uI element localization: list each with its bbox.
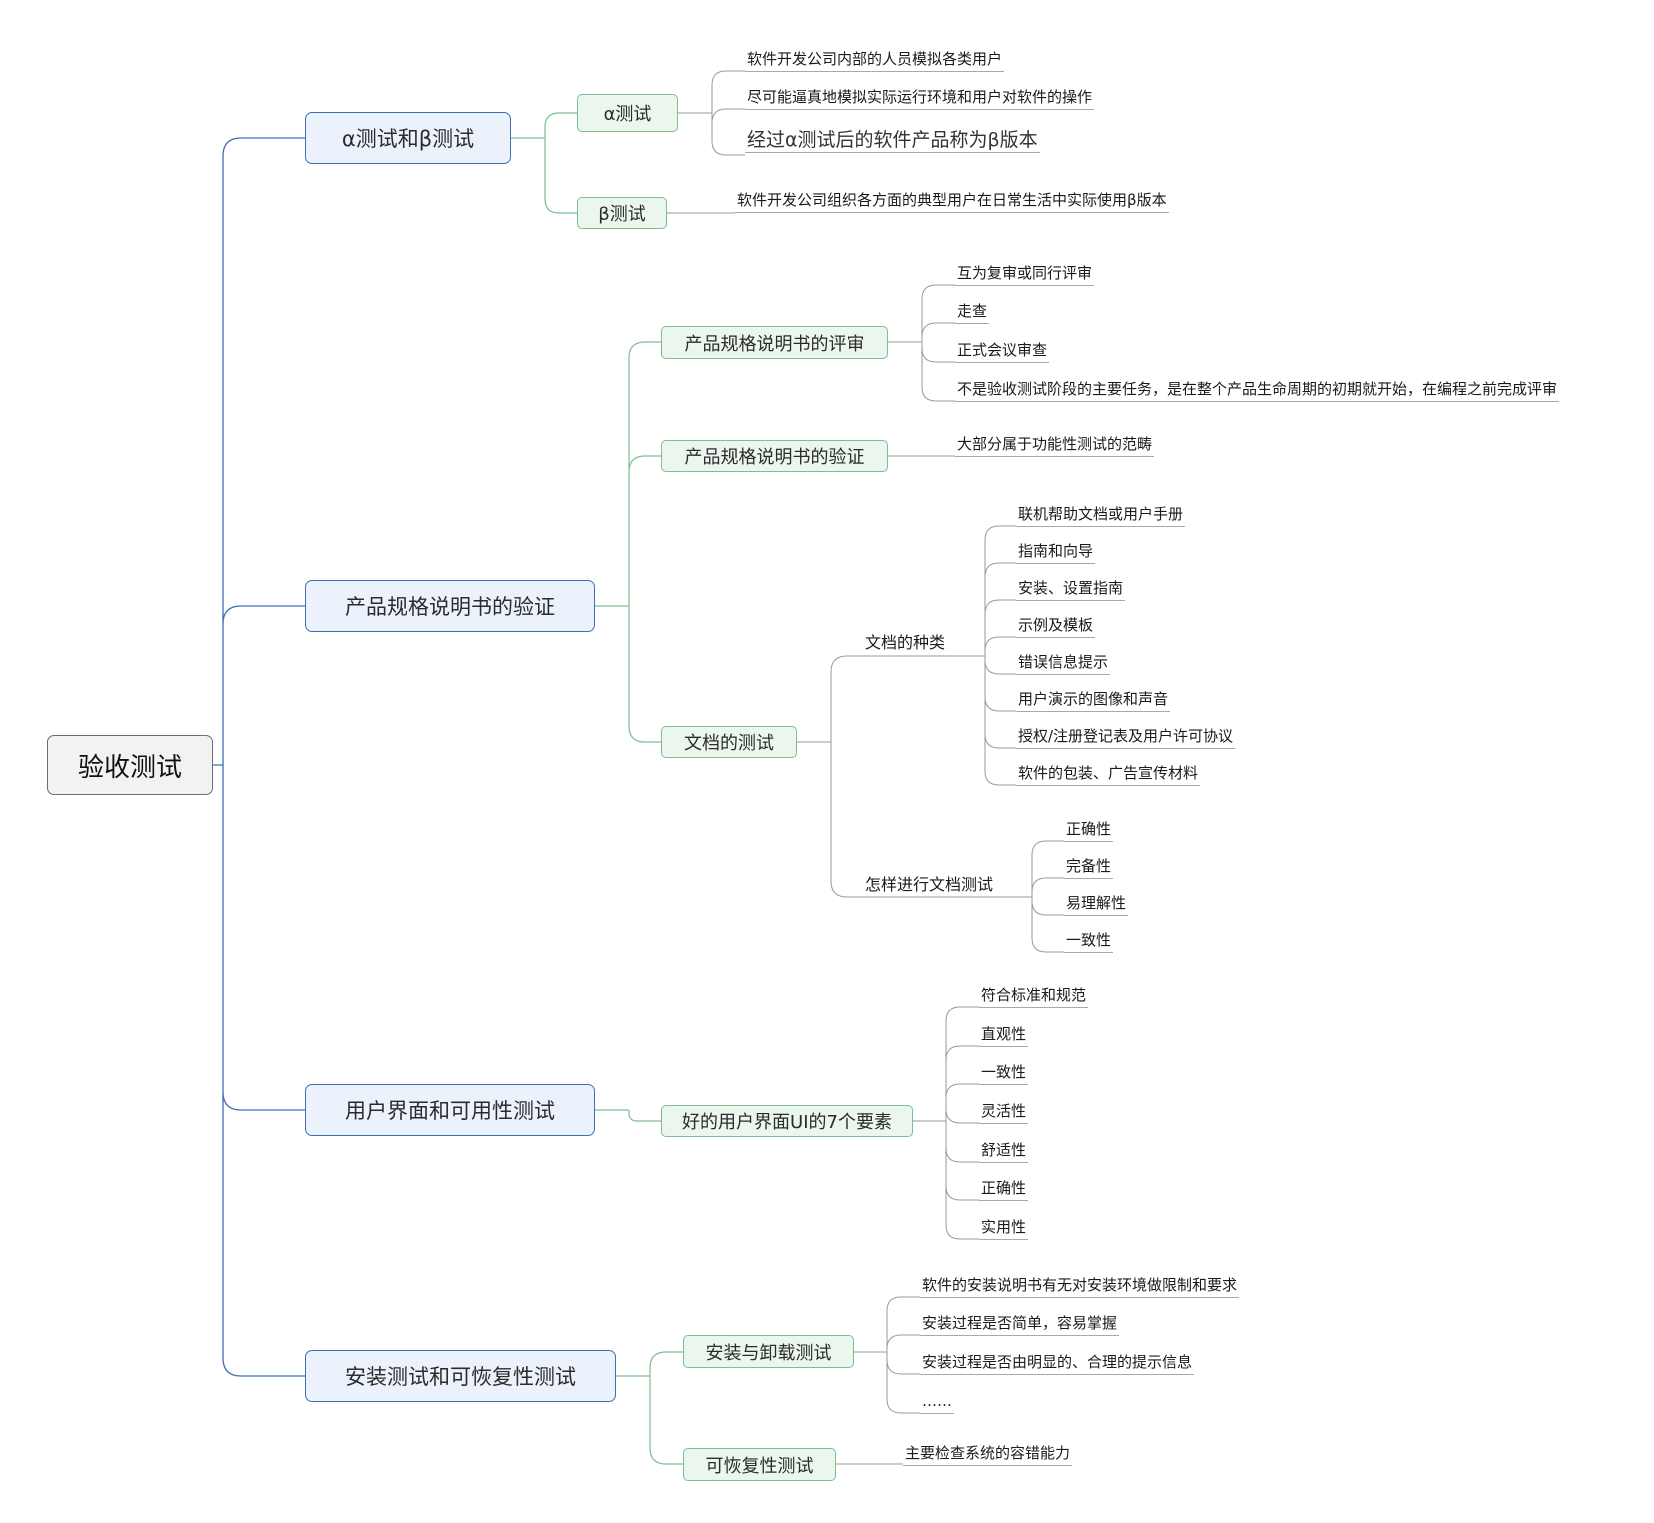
- leaf-doc-type-6: 用户演示的图像和声音: [1016, 690, 1171, 712]
- leaf-doc-type-7: 授权/注册登记表及用户许可协议: [1016, 727, 1236, 749]
- node-doc-testing[interactable]: 文档的测试: [661, 726, 797, 758]
- leaf-alpha-3: 经过α测试后的软件产品称为β版本: [745, 129, 1040, 153]
- node-alpha-beta-testing[interactable]: α测试和β测试: [305, 112, 511, 164]
- connector-path: [511, 112, 577, 214]
- connector-path: [913, 1006, 979, 1240]
- connector-path: [1031, 840, 1064, 953]
- root-node[interactable]: 验收测试: [47, 735, 213, 795]
- leaf-recover-1: 主要检查系统的容错能力: [903, 1444, 1073, 1466]
- leaf-how-2: 完备性: [1064, 857, 1114, 879]
- node-doc-types[interactable]: 文档的种类: [865, 633, 946, 652]
- leaf-ui-5: 舒适性: [979, 1141, 1029, 1163]
- leaf-review-1: 互为复审或同行评审: [955, 264, 1095, 286]
- leaf-ui-6: 正确性: [979, 1179, 1029, 1201]
- node-ui-usability-testing[interactable]: 用户界面和可用性测试: [305, 1084, 595, 1136]
- leaf-review-2: 走查: [955, 302, 990, 324]
- connector-path: [984, 525, 1016, 786]
- leaf-how-3: 易理解性: [1064, 894, 1129, 916]
- node-recovery-test[interactable]: 可恢复性测试: [683, 1448, 836, 1481]
- leaf-ui-7: 实用性: [979, 1218, 1029, 1240]
- leaf-doc-type-8: 软件的包装、广告宣传材料: [1016, 764, 1201, 786]
- connector-path: [854, 1296, 920, 1414]
- leaf-doc-type-2: 指南和向导: [1016, 542, 1096, 564]
- node-ui-seven-elements[interactable]: 好的用户界面UI的7个要素: [661, 1105, 913, 1137]
- leaf-ui-1: 符合标准和规范: [979, 986, 1089, 1008]
- leaf-install-3: 安装过程是否由明显的、合理的提示信息: [920, 1353, 1195, 1375]
- leaf-verify-1: 大部分属于功能性测试的范畴: [955, 435, 1155, 457]
- node-how-doc-test[interactable]: 怎样进行文档测试: [865, 875, 994, 894]
- leaf-review-3: 正式会议审查: [955, 341, 1050, 363]
- leaf-doc-type-4: 示例及模板: [1016, 616, 1096, 638]
- leaf-doc-type-5: 错误信息提示: [1016, 653, 1111, 675]
- node-spec-verify[interactable]: 产品规格说明书的验证: [661, 440, 888, 472]
- leaf-doc-type-1: 联机帮助文档或用户手册: [1016, 505, 1186, 527]
- connector-path: [888, 284, 955, 402]
- leaf-ui-4: 灵活性: [979, 1102, 1029, 1124]
- node-spec-verification[interactable]: 产品规格说明书的验证: [305, 580, 595, 632]
- leaf-beta-1: 软件开发公司组织各方面的典型用户在日常生活中实际使用β版本: [735, 191, 1169, 213]
- node-beta-test[interactable]: β测试: [577, 197, 667, 229]
- connector-path: [616, 1351, 683, 1465]
- connector-path: [213, 137, 305, 1377]
- connector-path: [595, 1109, 661, 1122]
- leaf-how-4: 一致性: [1064, 931, 1114, 953]
- node-spec-review[interactable]: 产品规格说明书的评审: [661, 326, 888, 359]
- leaf-install-1: 软件的安装说明书有无对安装环境做限制和要求: [920, 1276, 1240, 1298]
- leaf-doc-type-3: 安装、设置指南: [1016, 579, 1126, 601]
- leaf-install-2: 安装过程是否简单，容易掌握: [920, 1314, 1120, 1336]
- leaf-alpha-1: 软件开发公司内部的人员模拟各类用户: [745, 50, 1005, 72]
- leaf-install-4: ……: [920, 1392, 954, 1414]
- leaf-ui-3: 一致性: [979, 1063, 1029, 1085]
- leaf-review-4: 不是验收测试阶段的主要任务，是在整个产品生命周期的初期就开始，在编程之前完成评审: [955, 380, 1560, 402]
- node-install-recovery-testing[interactable]: 安装测试和可恢复性测试: [305, 1350, 616, 1402]
- connector-path: [678, 70, 745, 156]
- connector-path: [595, 341, 661, 743]
- connector-path: [797, 655, 1032, 898]
- node-alpha-test[interactable]: α测试: [577, 94, 678, 132]
- leaf-ui-2: 直观性: [979, 1025, 1029, 1047]
- leaf-how-1: 正确性: [1064, 820, 1114, 842]
- leaf-alpha-2: 尽可能逼真地模拟实际运行环境和用户对软件的操作: [745, 88, 1095, 110]
- node-install-uninstall-test[interactable]: 安装与卸载测试: [683, 1335, 854, 1368]
